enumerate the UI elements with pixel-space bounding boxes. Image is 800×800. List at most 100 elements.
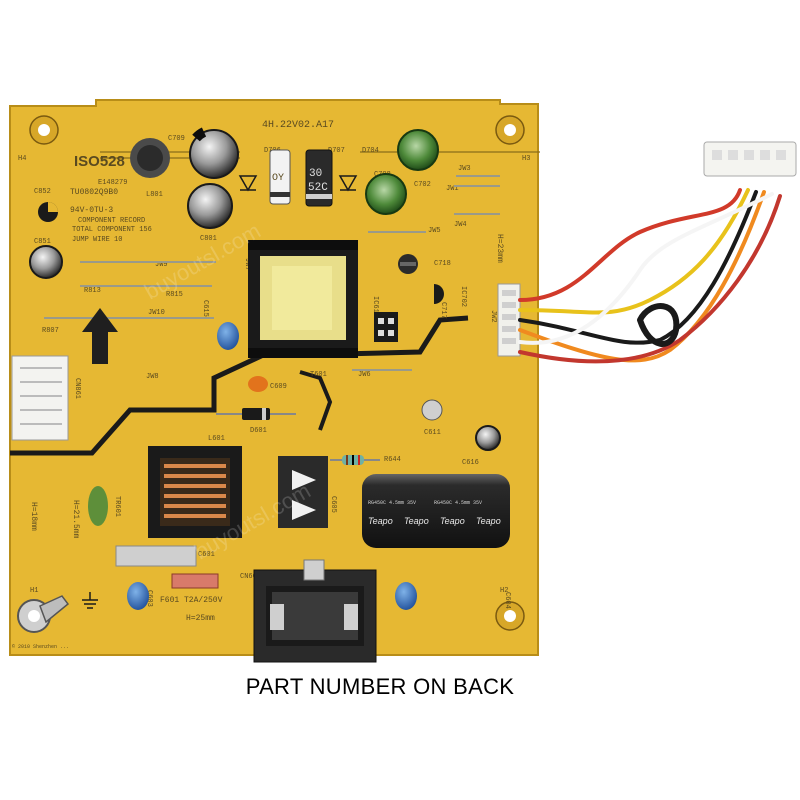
capacitor-c604 <box>395 582 417 610</box>
height-23-label: H=23mm <box>495 234 504 263</box>
capacitor-c601 <box>115 545 197 567</box>
capacitor-c801 <box>187 183 233 229</box>
fuse-f601 <box>171 573 219 589</box>
height-21-label: H=21.5mm <box>71 500 80 539</box>
silk-cn861: CN861 <box>73 378 81 399</box>
silk-l601: L601 <box>208 435 225 443</box>
silk-c604: C604 <box>503 592 511 609</box>
total-component-label: TOTAL COMPONENT 156 <box>72 226 152 234</box>
svg-text:Teapo: Teapo <box>404 516 429 526</box>
capacitor-c851 <box>29 245 63 279</box>
connector-cn861 <box>11 355 69 441</box>
silk-d601: D601 <box>250 427 267 435</box>
mounting-hole-h1 <box>17 595 70 633</box>
silk-cn601: CN601 <box>240 573 261 581</box>
silk-r813: R813 <box>84 287 101 295</box>
diode-d706: OY <box>269 149 291 205</box>
svg-text:RG450C 4.5mm 35V: RG450C 4.5mm 35V <box>434 500 482 506</box>
svg-text:30: 30 <box>309 168 322 180</box>
capacitor-c616 <box>475 425 501 451</box>
inductor-l801 <box>130 138 170 178</box>
silk-jw2: JW2 <box>489 310 497 323</box>
silk-jw7: JW7 <box>243 258 251 271</box>
silk-c603: C603 <box>145 590 153 607</box>
silk-h2: H2 <box>500 587 508 595</box>
silk-r815: R815 <box>166 291 183 299</box>
svg-text:RG450C 4.5mm 35V: RG450C 4.5mm 35V <box>368 500 416 506</box>
silk-tr601: TR601 <box>113 496 121 517</box>
capacitor-c702 <box>397 129 439 171</box>
bulk-capacitor: Teapo Teapo Teapo Teapo RG450C 4.5mm 35V… <box>362 474 510 548</box>
fuse-rating-label: F601 T2A/250V <box>160 596 223 605</box>
jumper-wires <box>44 175 500 371</box>
svg-text:52C: 52C <box>308 182 328 194</box>
silk-c801: C801 <box>200 235 217 243</box>
wire-harness <box>518 188 782 364</box>
svg-text:Teapo: Teapo <box>368 516 393 526</box>
capacitor-c609 <box>248 376 268 392</box>
silk-c718: C718 <box>434 260 451 268</box>
svg-text:Teapo: Teapo <box>440 516 465 526</box>
diode-symbols <box>238 175 358 192</box>
silk-c601: C601 <box>198 551 215 559</box>
diode-d601 <box>216 408 296 420</box>
height-18-label: H=18mm <box>29 502 38 531</box>
connector-cn-right <box>497 283 521 357</box>
silk-c851: C851 <box>34 238 51 246</box>
silk-t601: T601 <box>310 371 327 379</box>
component-record-title: COMPONENT RECORD <box>78 217 145 225</box>
silk-c717: C717 <box>439 302 447 319</box>
silk-h4: H4 <box>18 155 26 163</box>
silk-jw3: JW3 <box>458 165 471 173</box>
copyright-label: © 2010 Shenzhen ... <box>12 643 69 650</box>
diode-d707: 30 52C <box>305 149 333 207</box>
silk-c609: C609 <box>270 383 287 391</box>
silk-jw5: JW5 <box>428 227 441 235</box>
silk-c615: C615 <box>201 300 209 317</box>
mounting-hole-h2 <box>495 601 525 631</box>
mounting-hole-h3 <box>495 115 525 145</box>
silk-c709: C709 <box>168 135 185 143</box>
silk-c611: C611 <box>424 429 441 437</box>
date-code: TU0802Q9B0 <box>70 188 118 197</box>
silk-h1: H1 <box>30 587 38 595</box>
transformer-t601 <box>248 240 358 358</box>
capacitor-c709 <box>189 127 239 179</box>
silk-jw1: JW1 <box>446 185 459 193</box>
thermistor-tr601 <box>88 486 108 526</box>
silk-jw6: JW6 <box>358 371 371 379</box>
mounting-hole-h4 <box>29 115 59 145</box>
ul-code: E148279 <box>98 179 127 187</box>
capacitor-c615 <box>217 322 239 350</box>
part-code-label: 4H.22V02.A17 <box>262 120 334 131</box>
silk-jw10: JW10 <box>148 309 165 317</box>
ac-inlet-connector <box>253 559 377 663</box>
silk-c605: C605 <box>329 496 337 513</box>
silk-jw9: JW9 <box>155 261 168 269</box>
svg-text:Teapo: Teapo <box>476 516 501 526</box>
capacitor-c718 <box>398 254 418 274</box>
capacitor-c852 <box>38 202 58 222</box>
silk-jw8: JW8 <box>146 373 159 381</box>
part-number-caption: PART NUMBER ON BACK <box>245 674 515 699</box>
silk-r807: R807 <box>42 327 59 335</box>
resistor-r644 <box>330 455 380 465</box>
silk-ic702: IC702 <box>459 286 467 307</box>
silk-h3: H3 <box>522 155 530 163</box>
capacitor-c708 <box>365 173 407 215</box>
silk-d707: D707 <box>328 147 345 155</box>
silk-ic610: IC610 <box>371 296 379 317</box>
transistor-c717 <box>434 284 444 304</box>
manufacturer-logo-text: ISO528 <box>74 153 125 170</box>
capacitor-c603 <box>127 582 149 610</box>
silk-c616: C616 <box>462 459 479 467</box>
ground-icon <box>82 592 98 609</box>
rating-label: 94V-0TU-3 <box>70 206 113 215</box>
silk-c702: C702 <box>414 181 431 189</box>
svg-text:OY: OY <box>272 173 284 184</box>
silk-c852: C852 <box>34 188 51 196</box>
jump-wire-label: JUMP WIRE 10 <box>72 236 122 244</box>
silk-d704: D704 <box>362 147 379 155</box>
height-25-label: H=25mm <box>186 614 215 623</box>
